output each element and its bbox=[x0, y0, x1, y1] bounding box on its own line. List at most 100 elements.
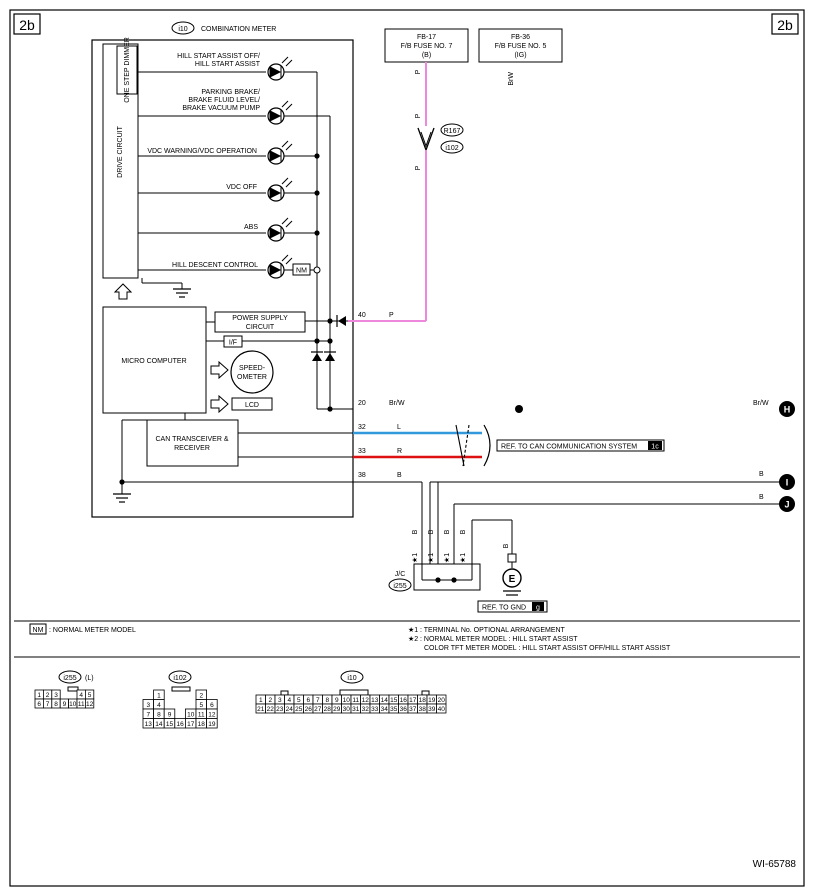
offpage-j: J bbox=[784, 500, 789, 510]
micro-computer-box bbox=[102, 306, 207, 414]
pin-number: 21 bbox=[257, 706, 265, 713]
pin-number: 1 bbox=[157, 693, 161, 700]
connector-latch bbox=[171, 686, 191, 692]
lcd-label: LCD bbox=[245, 402, 259, 409]
fuse-fb17-label: FB-17 bbox=[417, 34, 436, 41]
pin-number: 15 bbox=[390, 697, 398, 704]
pin-number: 29 bbox=[333, 706, 341, 713]
power-supply-label: POWER SUPPLY bbox=[232, 315, 288, 322]
can-transceiver-label: RECEIVER bbox=[174, 445, 210, 452]
pin-number: 16 bbox=[400, 697, 408, 704]
page-tag-right-box bbox=[771, 13, 799, 35]
pin-number: 22 bbox=[267, 706, 275, 713]
pin-number: 28 bbox=[324, 706, 332, 713]
pin-number: 5 bbox=[297, 697, 301, 704]
pin-number: 13 bbox=[145, 721, 153, 728]
connector-r167: R167 bbox=[444, 128, 461, 135]
pin-number: 18 bbox=[419, 697, 427, 704]
indicator-row-vdc-warning: VDC WARNING/VDC OPERATION bbox=[138, 140, 317, 165]
one-step-dimmer-label: ONE STEP DIMMER bbox=[124, 37, 131, 103]
open-terminal-icon bbox=[313, 266, 321, 274]
pin-number: 12 bbox=[362, 697, 370, 704]
wire-color-b-vertical: B bbox=[444, 529, 451, 534]
pin-number: 38 bbox=[419, 706, 427, 713]
pin-number: 25 bbox=[295, 706, 303, 713]
ref-can-tag-box bbox=[648, 441, 662, 450]
led-diode-symbol bbox=[269, 66, 282, 78]
pin-32: 32 bbox=[358, 424, 366, 431]
right-arrow-icon bbox=[210, 360, 229, 380]
legend-star2-line1: : NORMAL METER MODEL : HILL START ASSIST bbox=[420, 636, 578, 643]
pin-number: 37 bbox=[409, 706, 417, 713]
micro-computer-label: MICRO COMPUTER bbox=[121, 358, 186, 365]
indicator-row-hill-start-assist: HILL START ASSIST OFF/ HILL START ASSIST bbox=[138, 53, 317, 81]
pin-number: 33 bbox=[371, 706, 379, 713]
twisted-pair-icon bbox=[455, 424, 465, 467]
connector-latch bbox=[67, 686, 79, 692]
splice-dot bbox=[515, 405, 523, 413]
pin-number: 10 bbox=[187, 712, 195, 719]
pin-number: 13 bbox=[371, 697, 379, 704]
fuse-box-fb36 bbox=[478, 28, 563, 63]
pin-number: 4 bbox=[79, 692, 83, 699]
pin-number: 7 bbox=[46, 701, 50, 708]
indicator-label: HILL START ASSIST bbox=[195, 61, 261, 68]
twisted-pair-icon bbox=[462, 424, 470, 467]
offpage-j-circle bbox=[779, 496, 795, 512]
pin-number: 3 bbox=[54, 692, 58, 699]
pinout-i255-label: i255 bbox=[63, 675, 76, 682]
pin-number: 15 bbox=[166, 721, 174, 728]
ground-point-e bbox=[502, 568, 522, 588]
wire-color-brw: Br/W bbox=[389, 400, 405, 407]
pin-number: 23 bbox=[276, 706, 284, 713]
if-label: I/F bbox=[229, 340, 237, 347]
pin-number: 39 bbox=[428, 706, 436, 713]
pin-number: 8 bbox=[325, 697, 329, 704]
fuse-fb17-label: F/B FUSE NO. 7 bbox=[401, 43, 453, 50]
offpage-i: I bbox=[786, 478, 789, 488]
indicator-row-vdc-off: VDC OFF bbox=[138, 177, 317, 202]
pin-number: 5 bbox=[88, 692, 92, 699]
meter-connector-oval bbox=[171, 21, 195, 35]
speedometer-label: OMETER bbox=[237, 374, 267, 381]
pin-number: 4 bbox=[157, 702, 161, 709]
pin-number: 35 bbox=[390, 706, 398, 713]
page-tag-left-box bbox=[13, 13, 41, 35]
led-diode-symbol bbox=[269, 264, 282, 276]
joint-connector-box bbox=[413, 563, 481, 591]
wire-color-b: B bbox=[397, 472, 402, 479]
fuse-fb36-label: F/B FUSE NO. 5 bbox=[495, 43, 547, 50]
indicator-label: BRAKE VACUUM PUMP bbox=[182, 105, 260, 112]
ref-can-box bbox=[496, 439, 665, 452]
pin-number: 32 bbox=[362, 706, 370, 713]
ref-can-tag: 1c bbox=[651, 444, 659, 451]
wire-color-brw-h: Br/W bbox=[753, 400, 769, 407]
wire-color-b-i: B bbox=[759, 471, 764, 478]
wire-color-b-j: B bbox=[759, 494, 764, 501]
led-rays-icon bbox=[281, 217, 293, 228]
pin-number: 8 bbox=[54, 701, 58, 708]
junction-dot bbox=[451, 577, 457, 583]
pin-number: 7 bbox=[146, 712, 150, 719]
pin-33: 33 bbox=[358, 448, 366, 455]
pinout-i10-oval bbox=[340, 670, 364, 684]
fuse-fb36-label: FB-36 bbox=[511, 34, 530, 41]
pin-number: 9 bbox=[168, 712, 172, 719]
legend-nm-text: : NORMAL METER MODEL bbox=[49, 627, 136, 634]
led-diode-symbol bbox=[269, 150, 282, 162]
pin-number: 31 bbox=[352, 706, 360, 713]
pin-number: 14 bbox=[381, 697, 389, 704]
wire-color-p: P bbox=[389, 312, 394, 319]
ground-e-label: E bbox=[509, 574, 516, 585]
legend-star2-line2: COLOR TFT METER MODEL : HILL START ASSIS… bbox=[424, 645, 671, 652]
legend-nm-box-label: NM bbox=[33, 627, 44, 634]
connector-i255-oval bbox=[388, 578, 412, 592]
legend-nm-box bbox=[29, 623, 47, 635]
junction-dot bbox=[314, 230, 320, 236]
pin-number: 16 bbox=[176, 721, 184, 728]
drive-circuit-label: DRIVE CIRCUIT bbox=[117, 125, 124, 177]
indicator-label: BRAKE FLUID LEVEL/ bbox=[188, 97, 260, 104]
pin-number: 6 bbox=[306, 697, 310, 704]
meter-connector-label: i10 bbox=[178, 26, 187, 33]
